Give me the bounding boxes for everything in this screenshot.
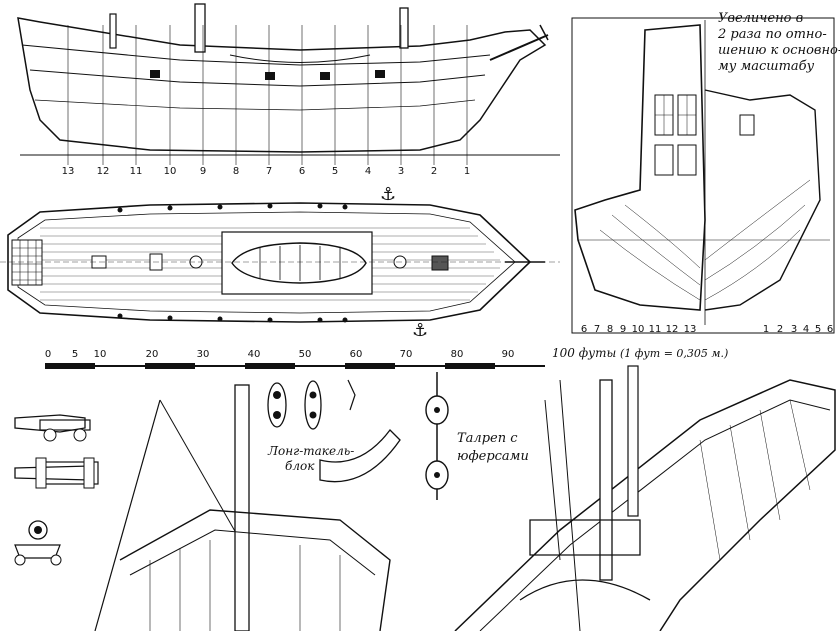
svg-text:11: 11 — [649, 324, 662, 335]
station-label: 1 — [464, 166, 470, 177]
anchor-icon: ⚓ — [412, 320, 428, 341]
svg-text:8: 8 — [607, 324, 613, 335]
stern-view: Увеличено в 2 раза по отно- шению к осно… — [571, 11, 840, 335]
scale-tick: 5 — [72, 349, 78, 360]
scale-note: Увеличено в 2 раза по отно- шению к осно… — [717, 11, 840, 74]
scale-tick: 50 — [299, 349, 312, 360]
long-tackle-block-label: блок — [285, 459, 315, 473]
scale-tick: 30 — [197, 349, 210, 360]
scale-caption: 100 футы — [552, 346, 616, 360]
station-label: 13 — [62, 166, 75, 177]
rigging-block-details: Лонг-такель- блок — [267, 379, 356, 473]
cannon-side-view — [14, 414, 91, 442]
station-label: 11 — [130, 166, 143, 177]
station-label: 3 — [398, 166, 404, 177]
station-label: 8 — [233, 166, 239, 177]
scale-tick: 40 — [248, 349, 261, 360]
scale-bar: 0 5 10 20 30 40 50 60 70 80 90 100 футы … — [45, 346, 728, 369]
scale-tick: 70 — [400, 349, 413, 360]
svg-text:6: 6 — [827, 324, 833, 335]
svg-text:6: 6 — [581, 324, 587, 335]
scale-tick: 60 — [350, 349, 363, 360]
station-label: 6 — [299, 166, 305, 177]
station-label: 9 — [200, 166, 206, 177]
scale-note-line: 2 раза по отно- — [717, 27, 827, 42]
svg-text:3: 3 — [791, 324, 797, 335]
cannon-details — [14, 414, 99, 566]
svg-text:9: 9 — [620, 324, 626, 335]
lanyard-deadeye-detail: Талреп с юферсами — [425, 372, 529, 500]
cannon-front-view — [14, 520, 62, 566]
hull-profile-view: 13 12 11 10 9 8 7 6 5 4 3 2 1 — [17, 3, 560, 177]
scale-conversion: (1 фут = 0,305 м.) — [620, 347, 728, 360]
station-label: 12 — [97, 166, 110, 177]
scale-tick: 90 — [502, 349, 515, 360]
station-label: 2 — [431, 166, 437, 177]
scale-tick: 10 — [94, 349, 107, 360]
scale-tick: 0 — [45, 349, 51, 360]
station-label: 10 — [164, 166, 177, 177]
svg-text:13: 13 — [684, 324, 697, 335]
scale-note-line: Увеличено в — [718, 11, 803, 26]
long-tackle-block-label: Лонг-такель- — [267, 444, 354, 458]
cannon-top-view — [14, 457, 99, 489]
scale-note-line: му масштабу — [718, 59, 815, 74]
scale-tick: 20 — [146, 349, 159, 360]
scale-note-line: шению к основно- — [718, 43, 840, 58]
svg-text:12: 12 — [666, 324, 679, 335]
station-label: 7 — [266, 166, 272, 177]
deck-plan-view: ⚓ ⚓ — [0, 184, 560, 341]
stern-deck-perspective — [94, 384, 401, 631]
station-label: 5 — [332, 166, 338, 177]
bow-deck-perspective — [454, 365, 836, 631]
station-label: 4 — [365, 166, 371, 177]
anchor-icon: ⚓ — [380, 184, 396, 205]
stern-labels-right: 1 2 3 4 5 6 — [763, 324, 833, 335]
lanyard-label: юферсами — [457, 449, 529, 464]
svg-text:4: 4 — [803, 324, 809, 335]
svg-text:5: 5 — [815, 324, 821, 335]
svg-text:2: 2 — [777, 324, 783, 335]
lanyard-label: Талреп с — [457, 431, 518, 446]
stern-labels-left: 6 7 8 9 10 11 12 13 — [581, 324, 697, 335]
svg-text:7: 7 — [594, 324, 600, 335]
svg-text:1: 1 — [763, 324, 769, 335]
scale-tick: 80 — [451, 349, 464, 360]
station-labels: 13 12 11 10 9 8 7 6 5 4 3 2 1 — [62, 166, 471, 177]
svg-text:10: 10 — [632, 324, 645, 335]
